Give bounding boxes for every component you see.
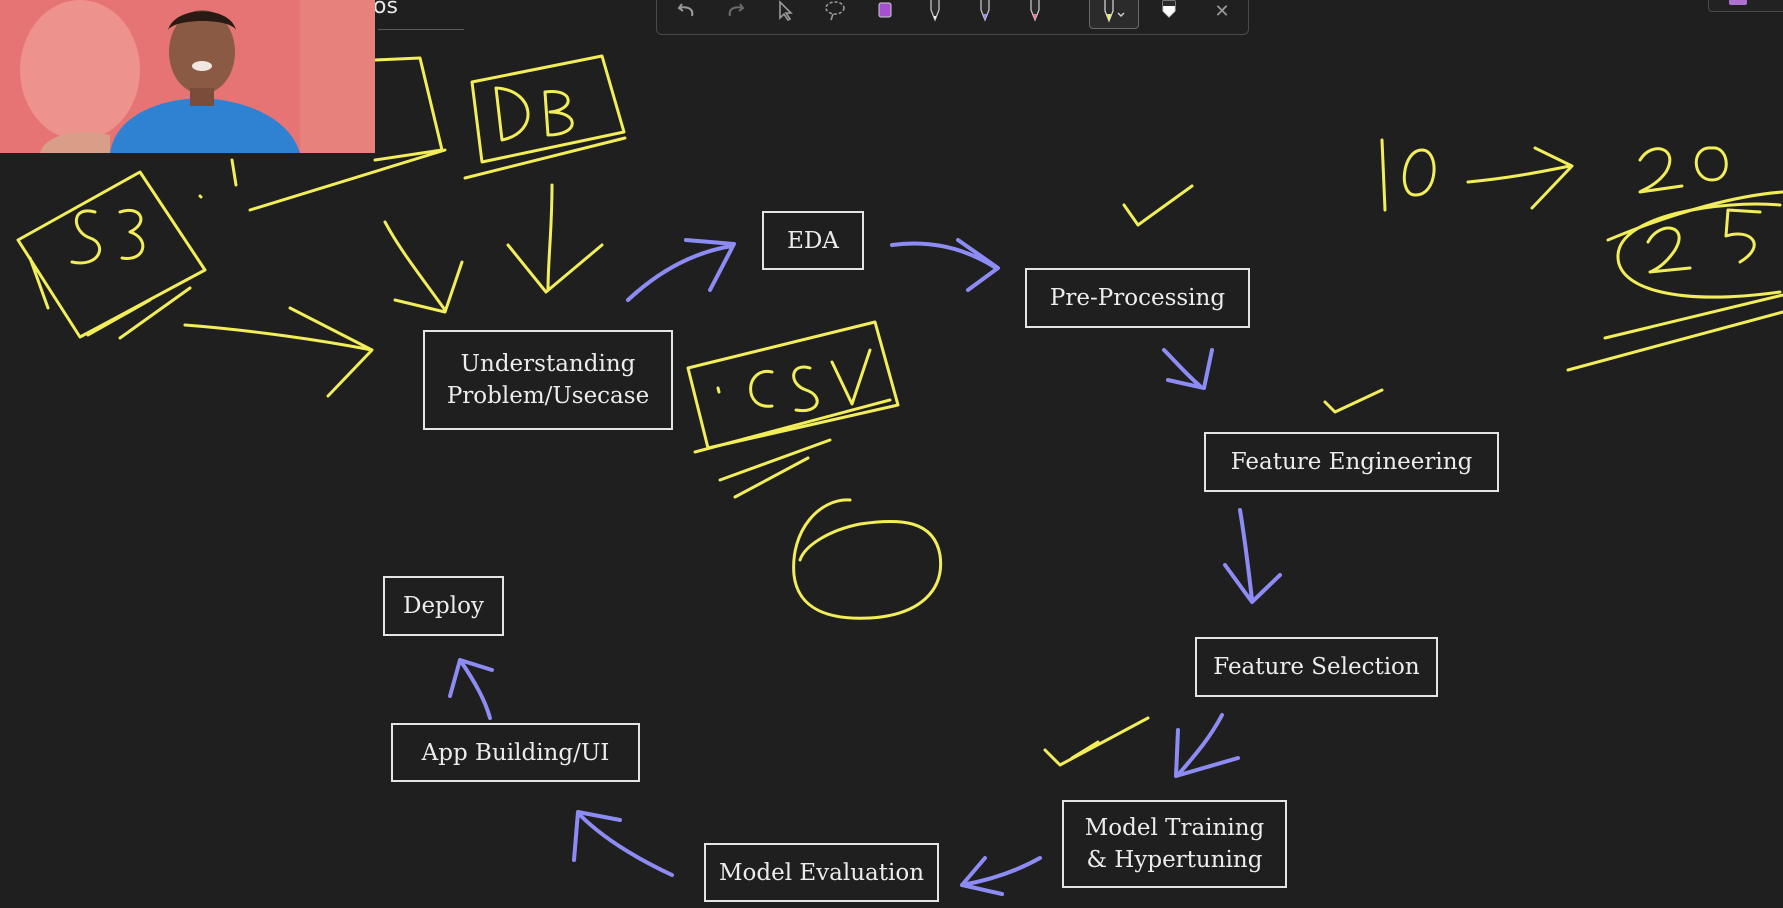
ink-dots <box>198 158 238 199</box>
cursor-icon[interactable] <box>765 0 805 27</box>
ink-25-circle <box>1616 202 1782 299</box>
ink-arrow-app-deploy <box>448 658 494 720</box>
ink-25-underline-3 <box>1566 310 1783 372</box>
ink-csv-underline-1 <box>693 398 892 454</box>
ink-arrow-fe-fs <box>1223 508 1282 604</box>
ink-hidden-underline <box>248 148 447 212</box>
webcam-video-overlay[interactable] <box>0 0 375 153</box>
box-pre-processing[interactable]: Pre-Processing <box>1025 268 1250 328</box>
pen-yellow-icon[interactable] <box>1089 0 1139 29</box>
ink-check-right <box>1323 388 1384 414</box>
ink-20-text <box>1638 146 1728 194</box>
ink-s3-frame-extra <box>28 256 50 310</box>
box-model-evaluation[interactable]: Model Evaluation <box>704 843 939 902</box>
box-app-building-ui[interactable]: App Building/UI <box>391 723 640 782</box>
redo-icon[interactable] <box>715 0 755 27</box>
title-underline <box>378 29 464 30</box>
page-title-fragment: os <box>373 0 398 19</box>
ink-check-bottom <box>1043 716 1150 767</box>
close-icon[interactable]: ✕ <box>1214 0 1230 22</box>
eraser-icon[interactable] <box>1149 0 1189 27</box>
ink-ellipse <box>792 498 943 620</box>
ink-arrow-mt-me <box>960 856 1042 896</box>
ink-arrow-10-to-20 <box>1466 146 1574 210</box>
ink-arrow-eda-preprocessing <box>890 238 1000 292</box>
pen-white-icon[interactable] <box>915 0 955 27</box>
ink-db-underline <box>463 136 627 180</box>
presenter-figure <box>0 0 375 153</box>
ink-25-text <box>1646 208 1762 274</box>
top-right-control[interactable] <box>1708 0 1783 12</box>
box-eda[interactable]: EDA <box>762 211 864 270</box>
ink-25-underline-2 <box>1603 293 1783 340</box>
ink-s3-ticks <box>86 286 192 340</box>
lasso-icon[interactable] <box>815 0 855 27</box>
ink-check-top <box>1122 184 1194 227</box>
color-swatch-icon <box>1729 0 1747 5</box>
ink-db-text <box>494 86 574 142</box>
pen-pink-icon[interactable] <box>1015 0 1055 27</box>
ink-arrow-me-app <box>572 810 674 877</box>
ink-arrow-pre-fe <box>1162 348 1214 390</box>
ink-arrow-down-2 <box>506 183 604 294</box>
box-model-training[interactable]: Model Training & Hypertuning <box>1062 800 1287 888</box>
ink-csv-underline-3 <box>733 456 810 499</box>
ink-csv-underline-2 <box>718 438 832 482</box>
yellow-ink-group <box>16 54 1783 767</box>
ink-arrow-down-1 <box>383 220 464 314</box>
undo-icon[interactable] <box>667 0 707 27</box>
ink-arrow-understanding-eda <box>626 238 736 302</box>
box-understanding-problem[interactable]: Understanding Problem/Usecase <box>423 330 673 430</box>
ink-s3-text <box>70 208 145 265</box>
highlighter-purple-icon[interactable] <box>865 0 905 27</box>
ink-25-underline-1 <box>1606 190 1783 242</box>
ink-db-frame <box>470 54 626 164</box>
box-feature-selection[interactable]: Feature Selection <box>1195 637 1438 697</box>
box-feature-engineering[interactable]: Feature Engineering <box>1204 432 1499 492</box>
ink-csv-text <box>716 348 872 413</box>
ink-arrow-from-s3 <box>183 306 374 398</box>
ink-arrow-fs-mt <box>1174 713 1240 778</box>
ink-csv-frame <box>686 320 900 450</box>
ink-hidden-box <box>373 56 444 162</box>
pen-blue-icon[interactable] <box>965 0 1005 27</box>
box-deploy[interactable]: Deploy <box>383 576 504 636</box>
drawing-toolbar: ✕ <box>656 0 1249 35</box>
ink-10-text <box>1380 138 1436 212</box>
ink-s3-frame <box>16 170 207 339</box>
